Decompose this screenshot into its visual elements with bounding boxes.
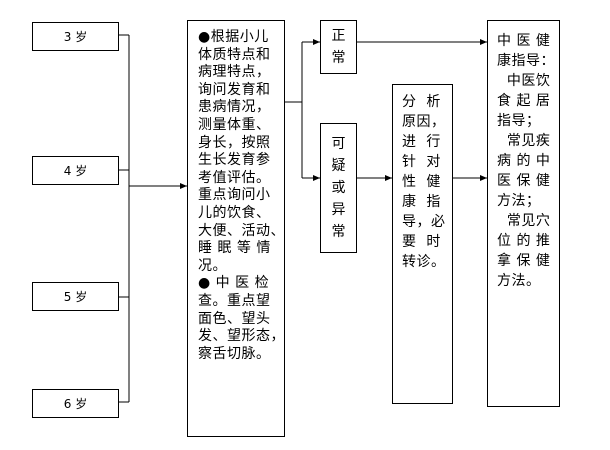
analysis-box: 分 析 原因， 进 行 针 对 性 健 康 指 导，必 要 时 转诊。 <box>392 84 453 404</box>
assessment-line: 体质特点和 <box>198 46 271 63</box>
age-label: 4 岁 <box>63 164 88 178</box>
assessment-line: 询问发育和 <box>198 81 271 98</box>
analysis-line: 性 健 <box>402 174 441 190</box>
assessment-line: 面色、望头 <box>198 310 271 327</box>
abnormal-char: 可 <box>331 136 346 152</box>
guidance-line: 方法。 <box>497 273 541 289</box>
abnormal-char: 常 <box>331 224 346 240</box>
assessment-line: 重点询问小 <box>198 187 271 204</box>
guidance-line: 指导； <box>497 113 541 129</box>
assessment-line: 考值评估。 <box>198 169 271 186</box>
abnormal-box: 可 疑 或 异 常 <box>320 123 357 253</box>
analysis-line: 针 对 <box>402 154 441 170</box>
age-box-3: 3 岁 <box>32 22 119 51</box>
assessment-line: 测量体重、 <box>198 116 271 133</box>
guidance-line: 中 医 健 <box>497 33 551 49</box>
guidance-box: 中 医 健 康指导： 中医饮 食 起 居 指导； 常见疾 病 的 中 医 保 健… <box>487 20 560 407</box>
age-box-5: 5 岁 <box>32 282 119 311</box>
analysis-line: 康 指 <box>402 194 441 210</box>
assessment-line: ●根据小儿 <box>198 29 269 45</box>
assessment-line: 查。重点望 <box>198 292 271 309</box>
assessment-line: 大便、活动、 <box>198 222 285 239</box>
analysis-line: 进 行 <box>402 134 441 150</box>
assessment-line: 病理特点， <box>198 64 271 81</box>
assessment-line: 察舌切脉。 <box>198 345 271 362</box>
analysis-line: 分 析 <box>402 94 441 110</box>
assessment-box: ●根据小儿 体质特点和 病理特点， 询问发育和 患病情况， 测量体重、 身长，按… <box>187 20 285 437</box>
age-box-4: 4 岁 <box>32 156 119 185</box>
assessment-line: 睡 眠 等 情 <box>198 240 271 257</box>
assessment-line: ● 中 医 检 <box>198 275 270 292</box>
guidance-line: 常见疾 <box>497 133 551 149</box>
normal-box: 正 常 <box>320 20 357 74</box>
analysis-line: 转诊。 <box>402 254 446 270</box>
age-label: 3 岁 <box>63 30 88 44</box>
normal-char: 常 <box>331 50 346 66</box>
guidance-line: 位 的 推 <box>497 233 551 249</box>
age-label: 6 岁 <box>63 397 88 411</box>
guidance-line: 医 保 健 <box>497 173 551 189</box>
assessment-line: 患病情况， <box>198 99 271 116</box>
abnormal-char: 或 <box>331 180 346 196</box>
assessment-line: 生长发育参 <box>198 152 271 169</box>
guidance-line: 方法； <box>497 193 541 209</box>
age-box-6: 6 岁 <box>32 389 119 418</box>
abnormal-char: 异 <box>331 202 346 218</box>
guidance-line: 康指导： <box>497 53 555 69</box>
guidance-line: 病 的 中 <box>497 153 551 169</box>
age-label: 5 岁 <box>63 290 88 304</box>
assessment-line: 身长，按照 <box>198 134 271 151</box>
guidance-line: 中医饮 <box>497 73 551 89</box>
abnormal-char: 疑 <box>331 158 346 174</box>
guidance-line: 食 起 居 <box>497 93 551 109</box>
analysis-line: 要 时 <box>402 234 441 250</box>
assessment-line: 儿的饮食、 <box>198 204 271 221</box>
analysis-line: 导，必 <box>402 214 446 230</box>
guidance-line: 拿 保 健 <box>497 253 551 269</box>
guidance-line: 常见穴 <box>497 213 551 229</box>
assessment-line: 发、望形态， <box>198 328 285 345</box>
analysis-line: 原因， <box>402 114 446 130</box>
normal-char: 正 <box>331 28 346 44</box>
assessment-line: 况。 <box>198 257 227 274</box>
